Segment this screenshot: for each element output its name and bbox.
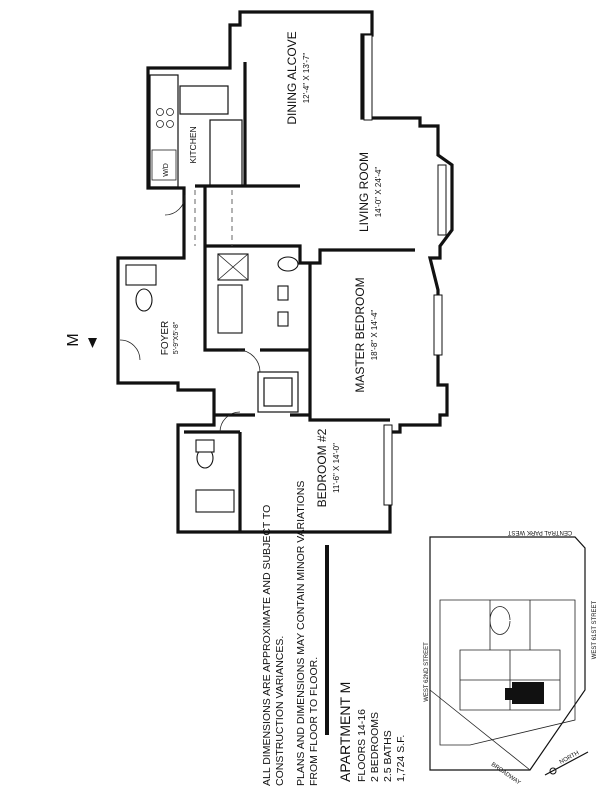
stove-burner-2: [166, 108, 174, 116]
label-master-bedroom: MASTER BEDROOM: [353, 277, 367, 392]
window-dining: [363, 34, 373, 121]
door-swing-bed2: [219, 411, 241, 433]
label-dining-alcove: DINING ALCOVE: [285, 31, 299, 124]
label-wd: W/D: [163, 163, 170, 177]
key-plan-building: [459, 649, 561, 711]
apartment-info: APARTMENT M FLOORS 14-16 2 BEDROOMS 2.5 …: [337, 682, 407, 782]
door-swing-entry: [119, 339, 141, 361]
apartment-baths: 2.5 BATHS: [382, 730, 394, 782]
key-plan: CENTRAL PARK WEST WEST 62ND STREET WEST …: [424, 529, 598, 786]
label-bedroom-2: BEDROOM #2: [315, 428, 329, 507]
floor-plan: [116, 10, 454, 534]
door-swing-foyer: [237, 349, 261, 373]
label-west-61st: WEST 61ST STREET: [592, 600, 598, 659]
label-foyer: FOYER: [160, 321, 171, 355]
label-living-room: LIVING ROOM: [357, 152, 371, 232]
key-plan-site-outline: [429, 536, 586, 771]
apartment-floors: FLOORS 14-16: [356, 709, 368, 782]
powder-toilet: [135, 288, 153, 312]
kitchen-sink-counter: [179, 85, 229, 115]
window-bed2: [383, 424, 393, 506]
orientation-marker: M: [65, 333, 97, 348]
note-line-2: CONSTRUCTION VARIANCES.: [274, 636, 286, 786]
notes-block: ALL DIMENSIONS ARE APPROXIMATE AND SUBJE…: [261, 481, 329, 786]
window-living: [437, 164, 447, 236]
room-labels: DINING ALCOVE 12'-4" X 13'-7" LIVING ROO…: [160, 31, 383, 507]
master-sink-2: [277, 311, 289, 327]
closet-master-inner: [263, 377, 293, 407]
bath2-tub: [195, 489, 235, 513]
note-line-4: FROM FLOOR TO FLOOR.: [308, 657, 320, 786]
master-tub: [217, 284, 243, 334]
window-master: [433, 294, 443, 356]
north-arrow-icon: NORTH: [544, 750, 589, 776]
label-broadway: BROADWAY: [490, 762, 522, 787]
label-west-62nd: WEST 62ND STREET: [424, 642, 430, 702]
kitchen-counter-left: [149, 74, 179, 188]
dims-bedroom-2: 11'-6" X 14'-0": [332, 443, 341, 493]
apartment-outline: [116, 10, 454, 534]
stove-burner-1: [156, 108, 164, 116]
note-line-3: PLANS AND DIMENSIONS MAY CONTAIN MINOR V…: [295, 481, 307, 786]
washer-dryer: [151, 149, 177, 181]
label-central-park-west: CENTRAL PARK WEST: [507, 529, 572, 535]
stove-burner-4: [166, 120, 174, 128]
door-swing-closet: [164, 194, 186, 216]
marker-arrow-icon: [88, 338, 97, 348]
key-plan-block: [439, 599, 576, 746]
key-plan-unit-highlight: [512, 682, 544, 704]
master-toilet: [277, 256, 299, 272]
dims-master-bedroom: 18'-8" X 14'-4": [370, 310, 379, 361]
dims-dining-alcove: 12'-4" X 13'-7": [302, 53, 311, 104]
dims-living-room: 14'-0" X 24'-4": [374, 167, 383, 218]
marker-letter: M: [65, 333, 82, 346]
apartment-area: 1,724 S.F.: [395, 735, 407, 782]
closet-master: [257, 371, 299, 413]
powder-sink: [125, 264, 157, 286]
note-line-1: ALL DIMENSIONS ARE APPROXIMATE AND SUBJE…: [261, 505, 273, 786]
label-kitchen: KITCHEN: [188, 126, 198, 163]
stove-burner-3: [156, 120, 164, 128]
master-sink-1: [277, 285, 289, 301]
bath2-sink: [195, 439, 215, 453]
apartment-title: APARTMENT M: [337, 682, 353, 782]
kitchen-counter-island: [209, 119, 243, 187]
interior-walls: [184, 62, 415, 532]
dims-foyer: 5'-9"X5'-8": [173, 321, 180, 354]
apartment-bedrooms: 2 BEDROOMS: [369, 712, 381, 782]
